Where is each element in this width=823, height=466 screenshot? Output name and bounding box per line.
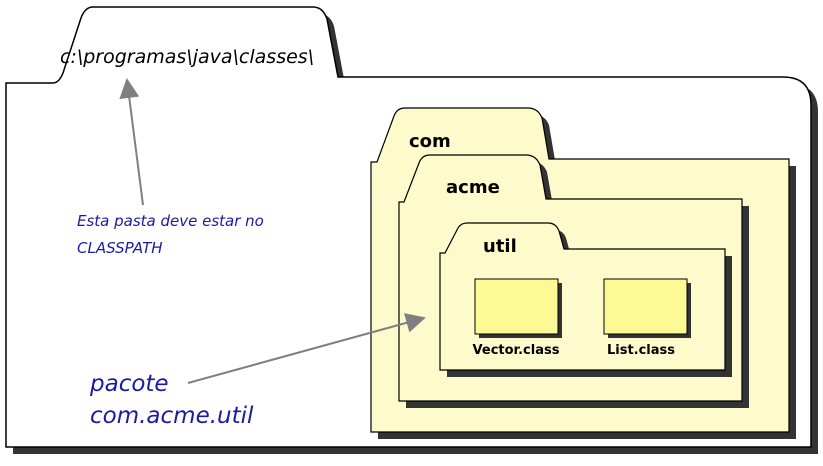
folder-util-label: util [483, 236, 517, 257]
package-arrow [187, 313, 426, 384]
root-folder-path-label: c:\programas\java\classes\ [60, 46, 314, 68]
package-label-line2: com.acme.util [90, 403, 254, 429]
folder-com-label: com [409, 131, 451, 152]
file-vector-label: Vector.class [473, 343, 560, 358]
file-list-class: List.class [603, 278, 691, 358]
package-label-line1: pacote [89, 371, 169, 397]
file-vector-class: Vector.class [473, 278, 562, 358]
file-list-label: List.class [607, 343, 675, 358]
folder-acme-label: acme [446, 177, 500, 198]
classpath-note-line2: CLASSPATH [77, 239, 163, 257]
classpath-arrow [119, 78, 144, 206]
classpath-note-line1: Esta pasta deve estar no [77, 212, 264, 230]
file-list-icon [603, 278, 688, 335]
file-vector-icon [474, 278, 559, 335]
